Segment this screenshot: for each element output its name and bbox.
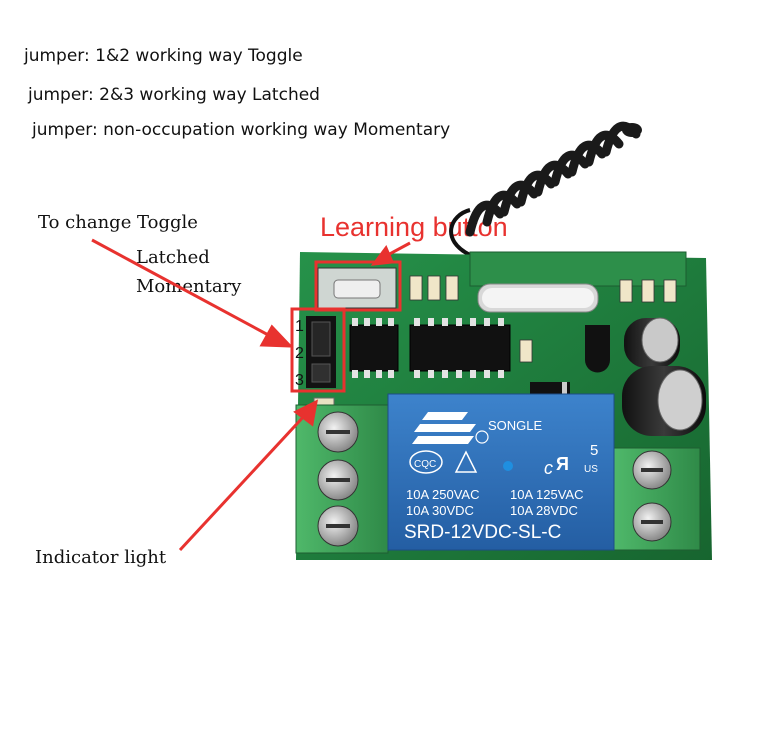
relay-cert-cqc: CQC [414,459,436,470]
indicator-arrow-head [293,399,319,427]
diode [530,382,570,394]
jumper-pin-2: 2 [295,345,304,362]
terminal-block-right [613,447,701,551]
indicator-light-label: Indicator light [35,547,167,568]
jumper-pin-1: 1 [295,318,304,335]
terminal-block-left [295,404,389,554]
transistor [585,325,610,373]
rf-module [469,251,687,313]
relay: SONGLE 5 CQC c Я US 10A 250VAC 10A 125VA… [387,393,615,551]
relay-brand: SONGLE [488,418,543,433]
relay-rating-2a: 10A 30VDC [406,503,474,518]
indicator-arrow [178,412,308,552]
smd-components [409,275,677,363]
annotation-arrows [91,238,411,552]
relay-number: 5 [590,442,598,459]
ic-chips [349,318,511,378]
learning-button [317,267,397,309]
change-label-momentary: Momentary [136,276,242,297]
learning-arrow-head [370,245,395,266]
note-momentary: jumper: non-occupation working way Momen… [32,120,451,140]
relay-rating-2b: 10A 28VDC [510,503,578,518]
antenna-coil [449,121,642,257]
change-label-latched: Latched [136,247,210,268]
change-label-toggle: To change Toggle [38,212,198,233]
relay-cert-us: US [584,464,598,475]
jumper-arrow [91,238,273,339]
relay-rating-1b: 10A 125VAC [510,487,583,502]
note-toggle: jumper: 1&2 working way Toggle [24,46,303,66]
capacitors [622,317,706,436]
jumper-block [306,316,336,388]
svg-text:Я: Я [556,454,569,474]
relay-model: SRD-12VDC-SL-C [404,522,561,543]
learning-button-highlight [314,260,402,312]
jumper-pin-3: 3 [295,372,304,389]
note-latched: jumper: 2&3 working way Latched [28,85,320,105]
svg-text:c: c [544,458,553,478]
relay-rating-1a: 10A 250VAC [406,487,479,502]
jumper-arrow-head [259,324,294,348]
jumper-highlight [290,307,346,393]
